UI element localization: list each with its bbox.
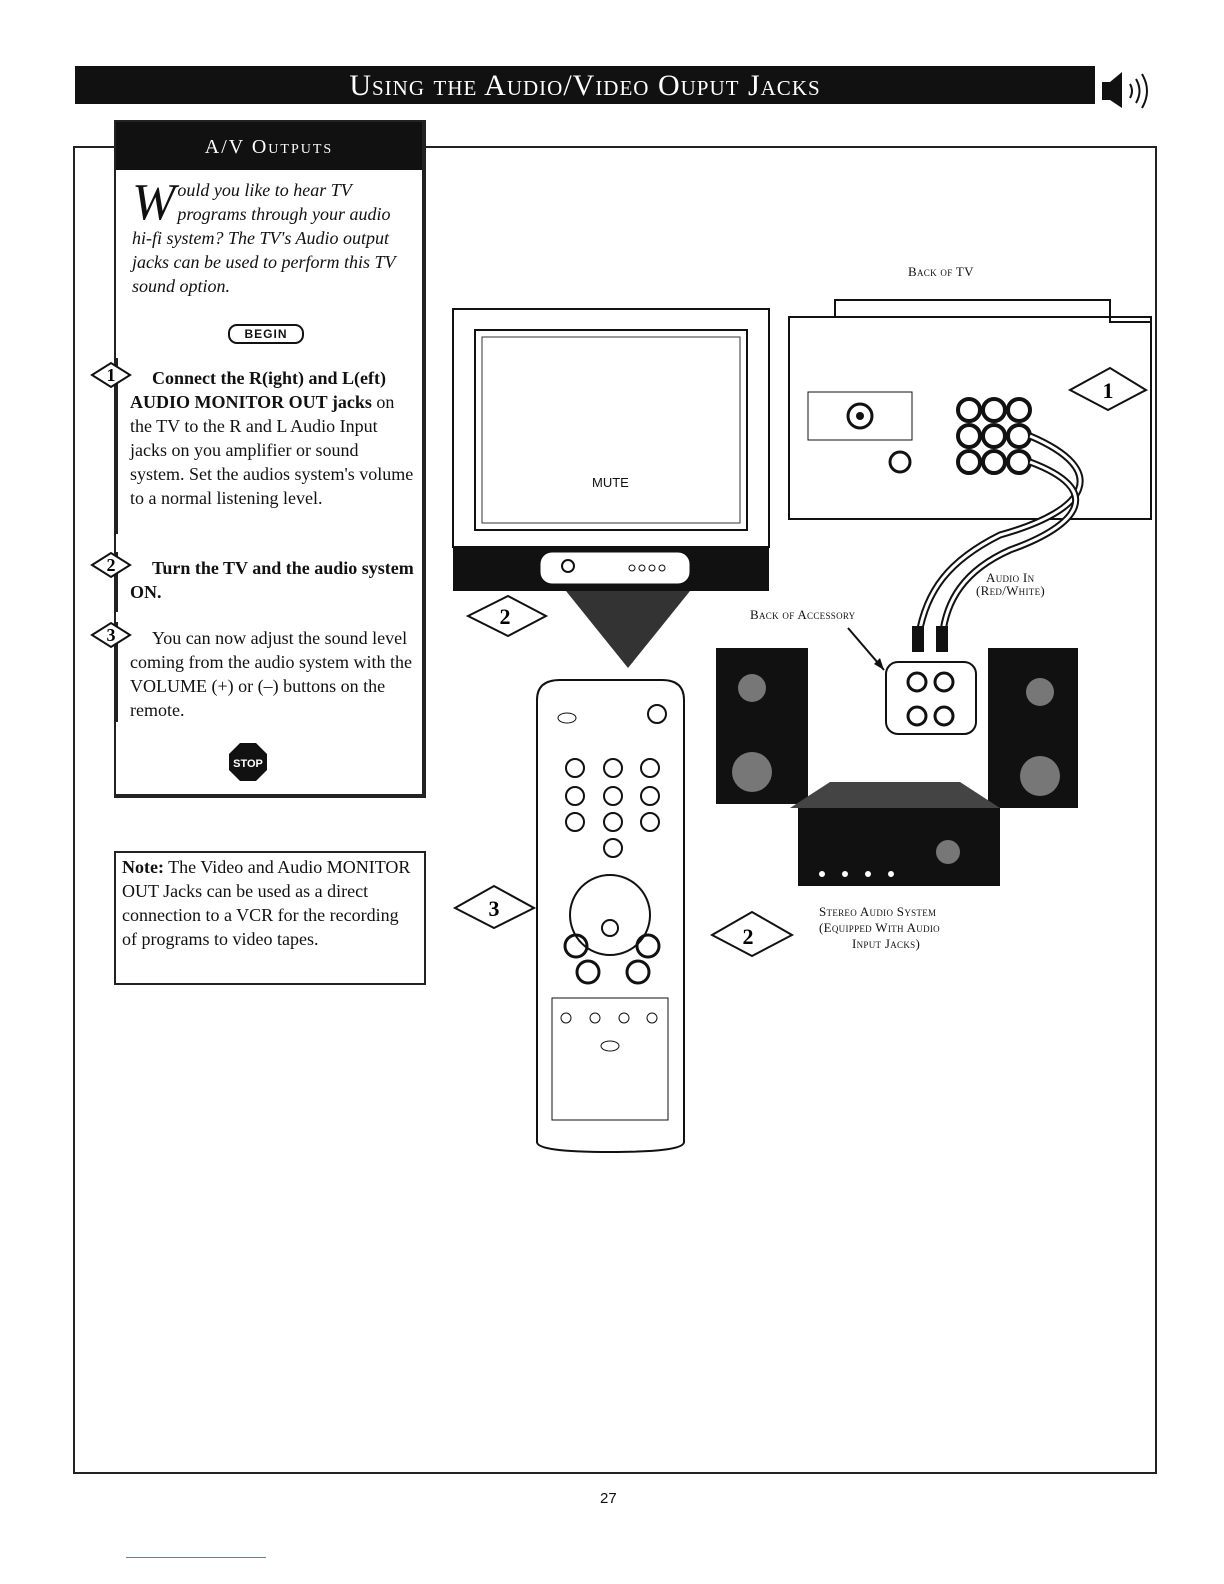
step-3-rule [116,622,118,722]
audio-in-label-line1: Audio In [986,570,1035,585]
callout-1-icon: 1 [1067,366,1149,412]
page-frame-top-rule [73,146,1155,148]
step-2-rule [116,552,118,612]
step-2-number: 2 [107,555,116,575]
step-2-bold: Turn the TV and the audio system ON. [130,558,414,602]
callout-3-number: 3 [489,896,500,921]
av-jack-grid [956,397,1032,475]
audio-in-label-line2: (Red/White) [976,583,1045,598]
intro-dropcap: W [132,174,176,231]
speaker-sound-icon [1102,72,1148,109]
right-speaker-icon [988,648,1078,808]
bottom-rule [126,1557,266,1558]
note-text: The Video and Audio MONITOR OUT Jacks ca… [122,857,411,949]
step-2-diamond-icon: 2 [90,551,132,579]
step-1-bold: Connect the R(ight) and L(eft) AUDIO MON… [130,368,386,412]
panel-header: A/V Outputs [116,122,422,170]
step-1-rule [116,358,118,534]
callout-3-icon: 3 [452,884,537,930]
tv-set-icon [452,308,770,668]
accessory-input-panel [847,627,977,735]
callout-2-stereo-number: 2 [743,924,754,949]
callout-2-stereo-icon: 2 [709,910,795,958]
stereo-label-line2: (Equipped With Audio [819,920,940,935]
stereo-label-line1: Stereo Audio System [819,904,937,919]
callout-1-number: 1 [1103,378,1114,403]
step-2-text: Turn the TV and the audio system ON. [130,556,414,604]
page-title: Using the Audio/Video Ouput Jacks [75,66,1095,104]
back-of-tv-label: Back of TV [908,264,974,279]
note-box: Note: The Video and Audio MONITOR OUT Ja… [114,851,426,985]
remote-control-icon [536,679,685,1154]
step-1-text: Connect the R(ight) and L(eft) AUDIO MON… [130,366,414,510]
callout-2-tv-number: 2 [500,604,511,629]
note-label: Note: [122,857,164,877]
step-3-number: 3 [107,625,116,645]
left-speaker-icon [716,648,808,804]
back-of-tv-panel [788,299,1152,520]
step-3-text: You can now adjust the sound level comin… [130,626,414,722]
back-of-accessory-label: Back of Accessory [750,607,856,622]
page-frame [73,146,1157,1474]
step-3-body: You can now adjust the sound level comin… [130,628,412,720]
tv-mute-label: MUTE [592,475,629,490]
connection-illustration: 1 2 2 3 [452,299,1152,1154]
step-1-number: 1 [107,365,116,385]
step-3-diamond-icon: 3 [90,621,132,649]
stop-label: STOP [233,758,263,770]
step-1-diamond-icon: 1 [90,361,132,389]
begin-badge: BEGIN [228,324,304,344]
page-number: 27 [600,1490,617,1507]
stereo-label-line3: Input Jacks) [852,936,921,951]
stop-sign-icon: STOP [229,743,267,781]
intro-text: ould you like to hear TV programs throug… [132,180,396,296]
step-1-body: on the TV to the R and L Audio Input jac… [130,392,414,508]
callout-2-tv-icon: 2 [465,594,549,638]
stereo-receiver-icon [790,782,1000,886]
